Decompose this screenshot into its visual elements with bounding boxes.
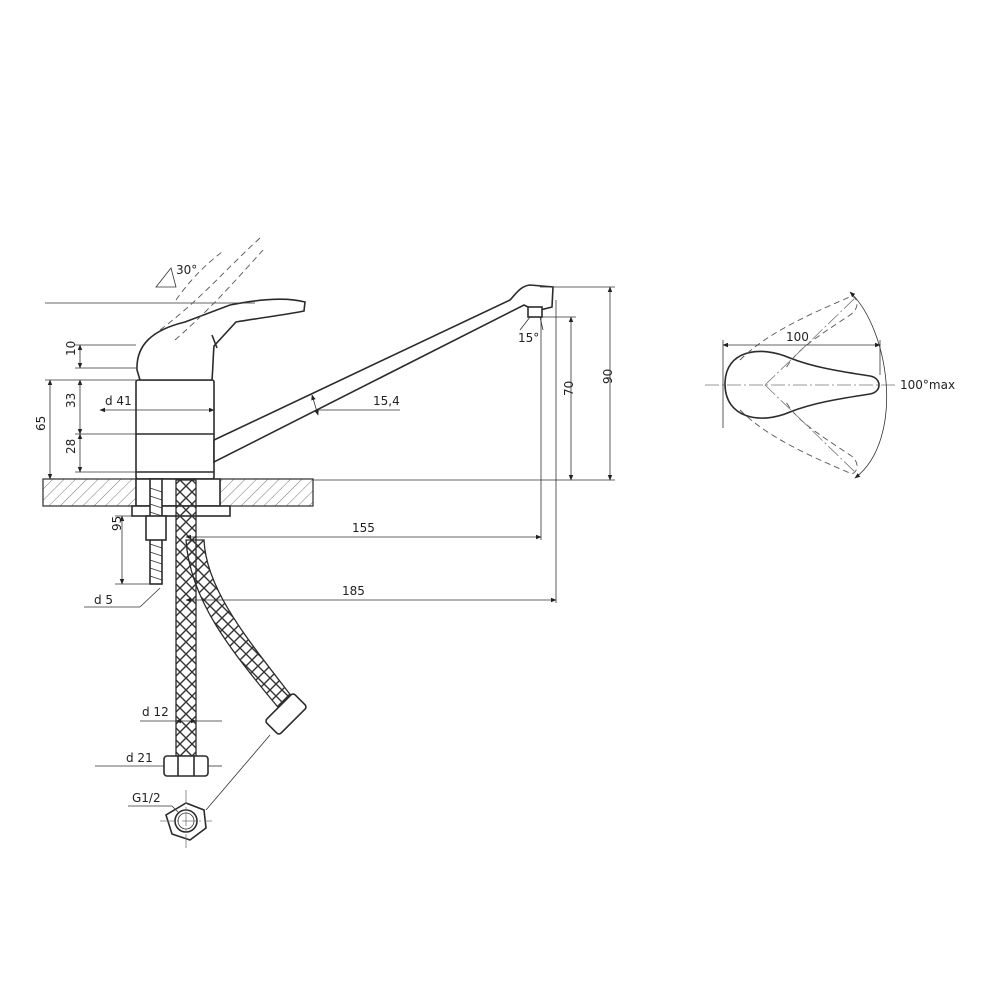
body-upper-height-label: 33: [64, 393, 78, 408]
handle-top-view: [705, 291, 895, 479]
body-lower-height-label: 28: [64, 439, 78, 454]
nut-diameter-label: d 21: [126, 751, 153, 765]
lever-height-label: 10: [64, 341, 78, 356]
hose-diameter-label: d 12: [142, 705, 169, 719]
total-reach-label: 185: [342, 584, 365, 598]
lever-tilt-indicator: [155, 237, 266, 341]
countertop: [42, 478, 314, 507]
spout-reach-label: 155: [352, 521, 375, 535]
spout-diameter-label: 15,4: [373, 394, 400, 408]
spout: [213, 284, 554, 464]
dimension-lines: [45, 286, 615, 850]
lever-tilt-angle-label: 30°: [176, 263, 197, 277]
thread-label: G1/2: [132, 791, 161, 805]
total-height-label: 90: [601, 369, 615, 384]
body-diameter-label: d 41: [105, 394, 132, 408]
dimension-labels: 30° 15° 10 33 28 65 d 41 15,4 70 90 95 1…: [34, 263, 955, 805]
mounting-stud: [145, 478, 167, 585]
stud-length-label: 95: [110, 516, 124, 531]
rotation-angle-label: 100°max: [900, 378, 955, 392]
lever-handle: [136, 298, 306, 381]
outlet-height-label: 70: [562, 381, 576, 396]
stud-diameter-label: d 5: [94, 593, 113, 607]
spout-tip-angle-label: 15°: [518, 331, 539, 345]
flexible-hoses: [163, 479, 307, 841]
total-body-height-label: 65: [34, 416, 48, 431]
handle-length-label: 100: [786, 330, 809, 344]
